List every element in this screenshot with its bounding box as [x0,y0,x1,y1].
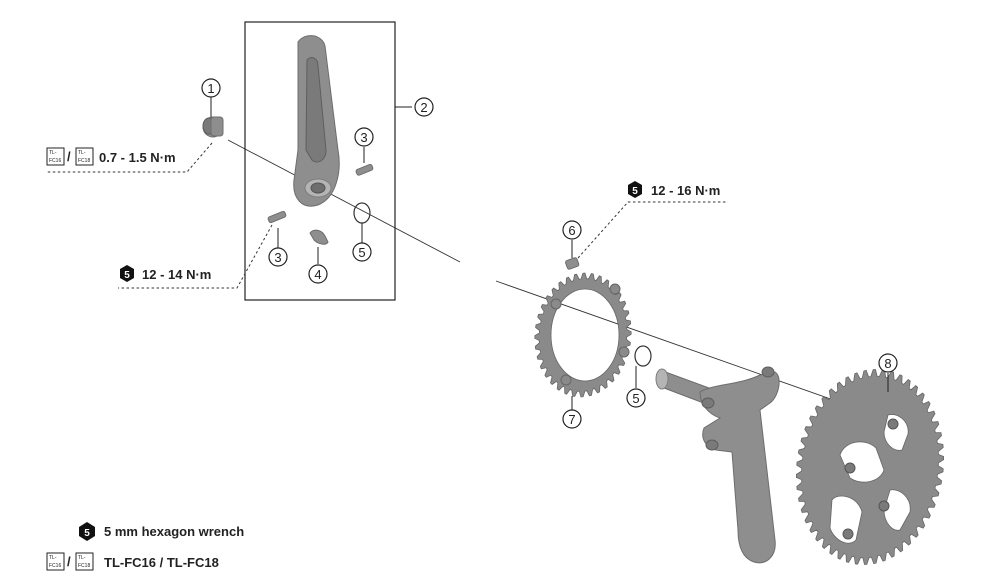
svg-text:12 - 16 N·m: 12 - 16 N·m [651,183,720,198]
chainring-bolt [565,257,580,270]
svg-text:/: / [67,149,71,164]
left-crank-assembly-box [244,21,396,301]
callout-2: 2 [414,97,434,117]
svg-text:TL-: TL- [78,555,86,561]
callout-6: 6 [562,220,582,240]
tool-icon-tl-fc18 [75,552,94,571]
svg-text:TL-: TL- [78,150,86,156]
svg-text:5 mm hexagon wrench: 5 mm hexagon wrench [104,524,244,539]
callout-4: 4 [308,264,328,284]
axis-line-left [227,139,461,263]
svg-text:3: 3 [360,130,367,145]
svg-text:5: 5 [124,270,130,281]
svg-text:8: 8 [884,356,891,371]
right-crank-arm-with-spindle [655,366,780,564]
svg-text:4: 4 [314,267,321,282]
torque-spec-chainring-bolt: 5 12 - 16 N·m [577,181,728,259]
svg-text:6: 6 [568,223,575,238]
tool-icon-tl-fc16 [46,552,65,571]
safety-plate [309,229,329,245]
left-crank-arm [293,35,340,207]
large-chainring [796,369,944,565]
callout-3-upper: 3 [354,127,374,147]
crank-cap [202,116,224,138]
callout-5-lower: 5 [626,388,646,408]
svg-text:TL-: TL- [49,150,57,156]
callout-7: 7 [562,409,582,429]
tool-icon-tl-fc18 [75,147,94,166]
callout-3-lower: 3 [268,247,288,267]
torque-spec-pinch-bolts: 5 12 - 14 N·m [118,224,273,289]
svg-text:5: 5 [632,391,639,406]
svg-text:7: 7 [568,412,575,427]
svg-text:FC18: FC18 [78,158,90,164]
hex-wrench-icon [79,522,95,541]
svg-text:FC18: FC18 [78,563,90,569]
svg-text:5: 5 [84,528,90,539]
svg-text:/: / [67,554,71,569]
svg-text:0.7 - 1.5 N·m: 0.7 - 1.5 N·m [99,150,176,165]
hex-wrench-icon [120,265,134,282]
legend-hex-wrench: 5 5 mm hexagon wrench [79,522,244,541]
svg-text:5: 5 [358,245,365,260]
small-chainring [534,272,632,398]
tool-icon-tl-fc16 [46,147,65,166]
pinch-bolt-lower [267,210,287,224]
callout-1: 1 [201,78,221,98]
legend-tool: TL- FC16 / TL- FC18 TL-FC16 / TL-FC18 [46,552,219,571]
svg-text:1: 1 [207,81,214,96]
svg-text:3: 3 [274,250,281,265]
svg-text:12 - 14 N·m: 12 - 14 N·m [142,267,211,282]
svg-text:2: 2 [420,100,427,115]
callout-8: 8 [878,353,898,373]
svg-text:FC16: FC16 [49,158,61,164]
hex-wrench-icon [628,181,642,198]
svg-text:5: 5 [632,186,638,197]
svg-text:TL-FC16 / TL-FC18: TL-FC16 / TL-FC18 [104,555,219,570]
svg-text:TL-: TL- [49,555,57,561]
callout-5-upper: 5 [352,242,372,262]
pinch-bolt-upper [355,163,374,176]
o-ring-lower [634,345,652,367]
svg-text:FC16: FC16 [49,563,61,569]
torque-spec-crank-cap: TL- FC16 / TL- FC18 0.7 - 1.5 N·m [46,142,213,173]
